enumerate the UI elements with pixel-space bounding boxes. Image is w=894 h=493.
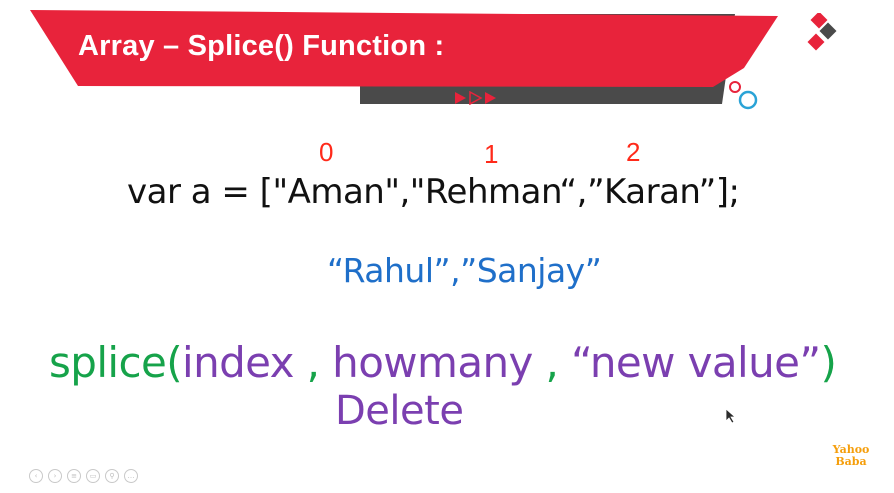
slide-title: Array – Splice() Function :: [78, 30, 445, 62]
array-declaration: var a = ["Aman","Rehman“,”Karan”];: [127, 172, 740, 212]
splice-close: ): [820, 338, 837, 387]
splice-fn: splice(: [49, 338, 183, 387]
menu-button[interactable]: ≡: [67, 469, 81, 483]
prev-slide-button[interactable]: ‹: [29, 469, 43, 483]
slides-view-button[interactable]: ▭: [86, 469, 100, 483]
title-banner: [30, 10, 778, 104]
cursor-icon: [725, 408, 737, 424]
splice-syntax: splice(index , howmany , “new value”): [49, 338, 837, 387]
brand-line-1: Yahoo: [832, 443, 870, 456]
slide-nav-controls: ‹ › ≡ ▭ ⚲ …: [29, 469, 138, 483]
delete-label: Delete: [335, 388, 464, 434]
splice-sep-1: ,: [293, 338, 333, 387]
splice-howmany-param: howmany: [332, 338, 533, 387]
splice-sep-2: ,: [532, 338, 572, 387]
new-values-text: “Rahul”,”Sanjay”: [327, 251, 602, 290]
more-options-button[interactable]: …: [124, 469, 138, 483]
diamond-logo-icon: [807, 13, 837, 51]
zoom-button[interactable]: ⚲: [105, 469, 119, 483]
splice-new-value-param: “new value”: [571, 338, 821, 387]
index-label-0: 0: [319, 137, 334, 167]
splice-index-param: index: [182, 338, 295, 387]
brand-line-2: Baba: [835, 455, 867, 468]
banner-red-shape: [30, 10, 778, 87]
index-label-1: 1: [484, 139, 499, 169]
next-slide-button[interactable]: ›: [48, 469, 62, 483]
brand-logo: Yahoo Baba: [829, 444, 873, 468]
circles-decoration-icon: [729, 81, 758, 110]
index-label-2: 2: [626, 137, 641, 167]
arrows-decoration-icon: [455, 91, 496, 105]
